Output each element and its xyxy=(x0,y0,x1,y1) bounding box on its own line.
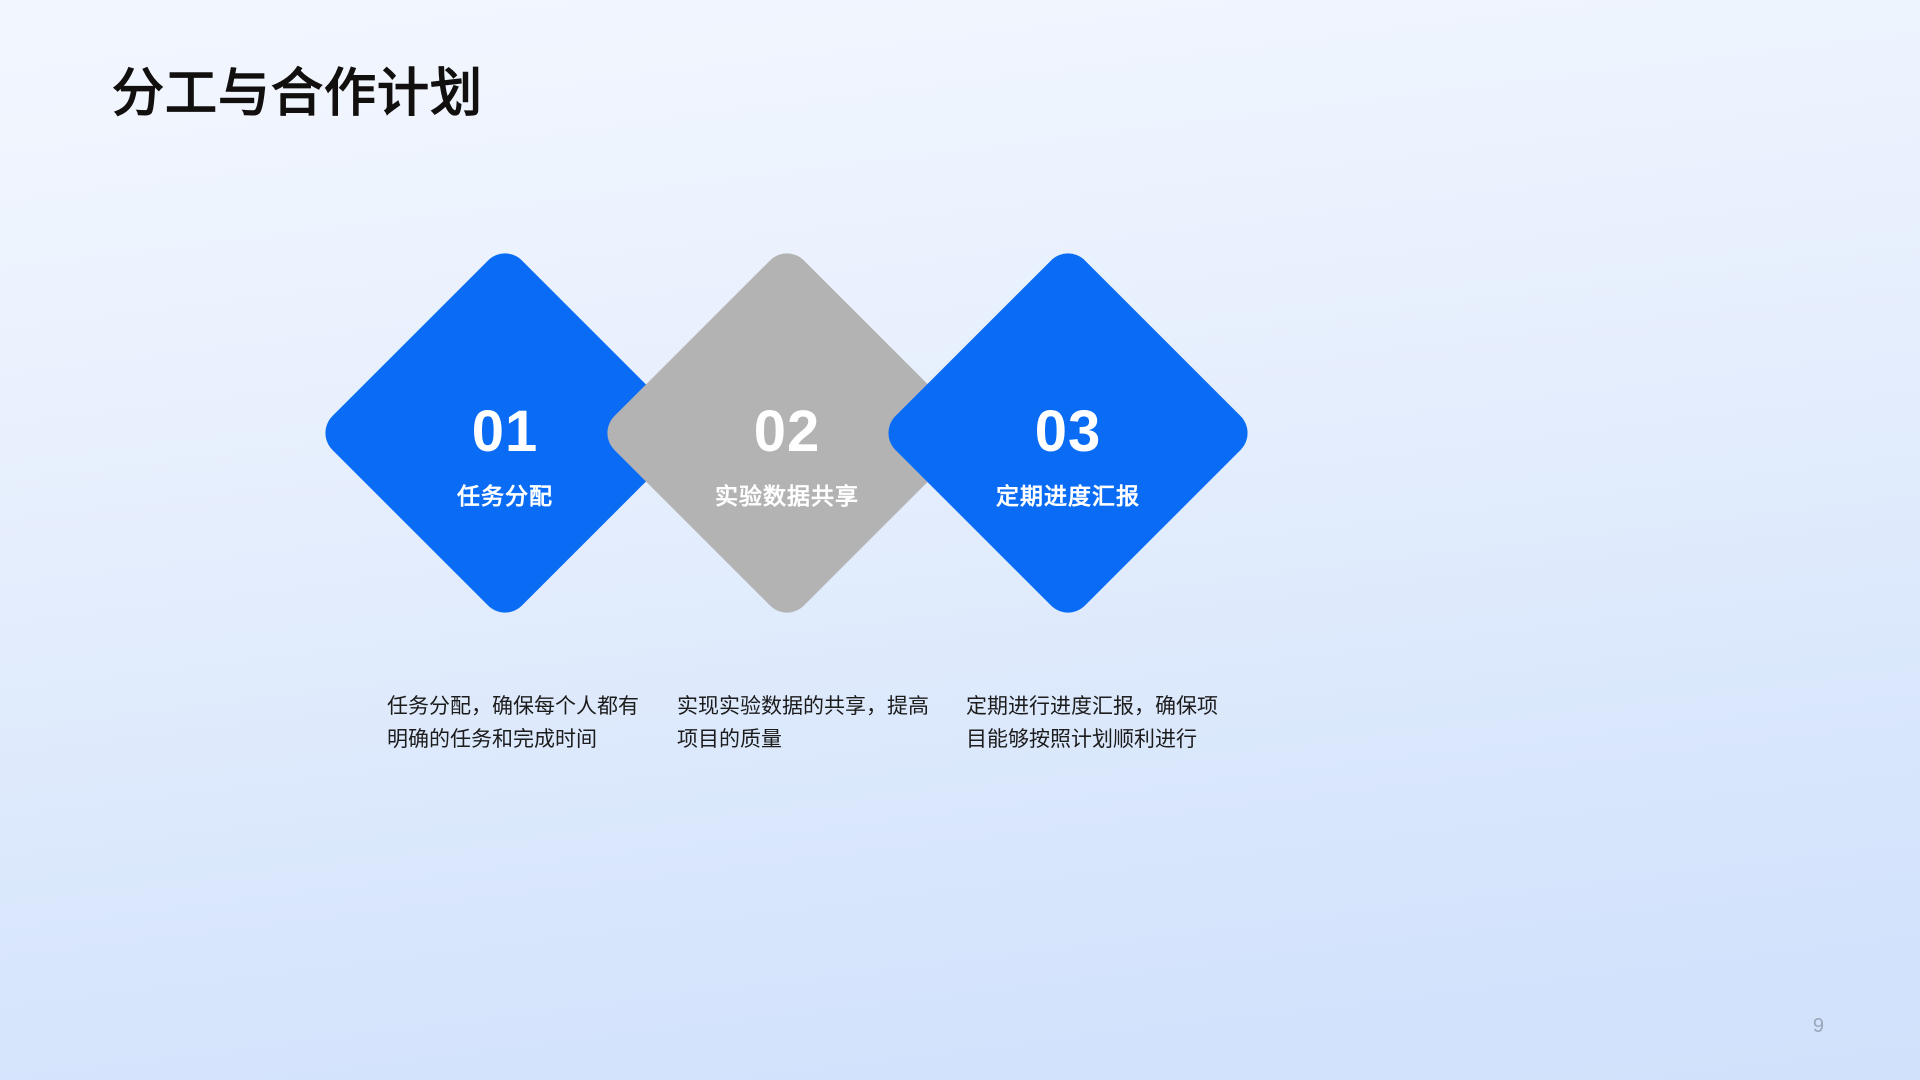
diamond-step-3[interactable]: 03 定期进度汇报 定期进行进度汇报，确保项目能够按照计划顺利进行 xyxy=(878,243,1258,759)
diamond-shape-3 xyxy=(878,243,1258,623)
diamond-caption-2: 实现实验数据的共享，提高项目的质量 xyxy=(677,695,929,751)
page-number: 9 xyxy=(1812,1015,1824,1037)
page-title: 分工与合作计划 xyxy=(112,65,484,123)
diamond-caption-3: 定期进行进度汇报，确保项目能够按照计划顺利进行 xyxy=(966,695,1218,751)
diamond-caption-1: 任务分配，确保每个人都有明确的任务和完成时间 xyxy=(387,695,639,751)
